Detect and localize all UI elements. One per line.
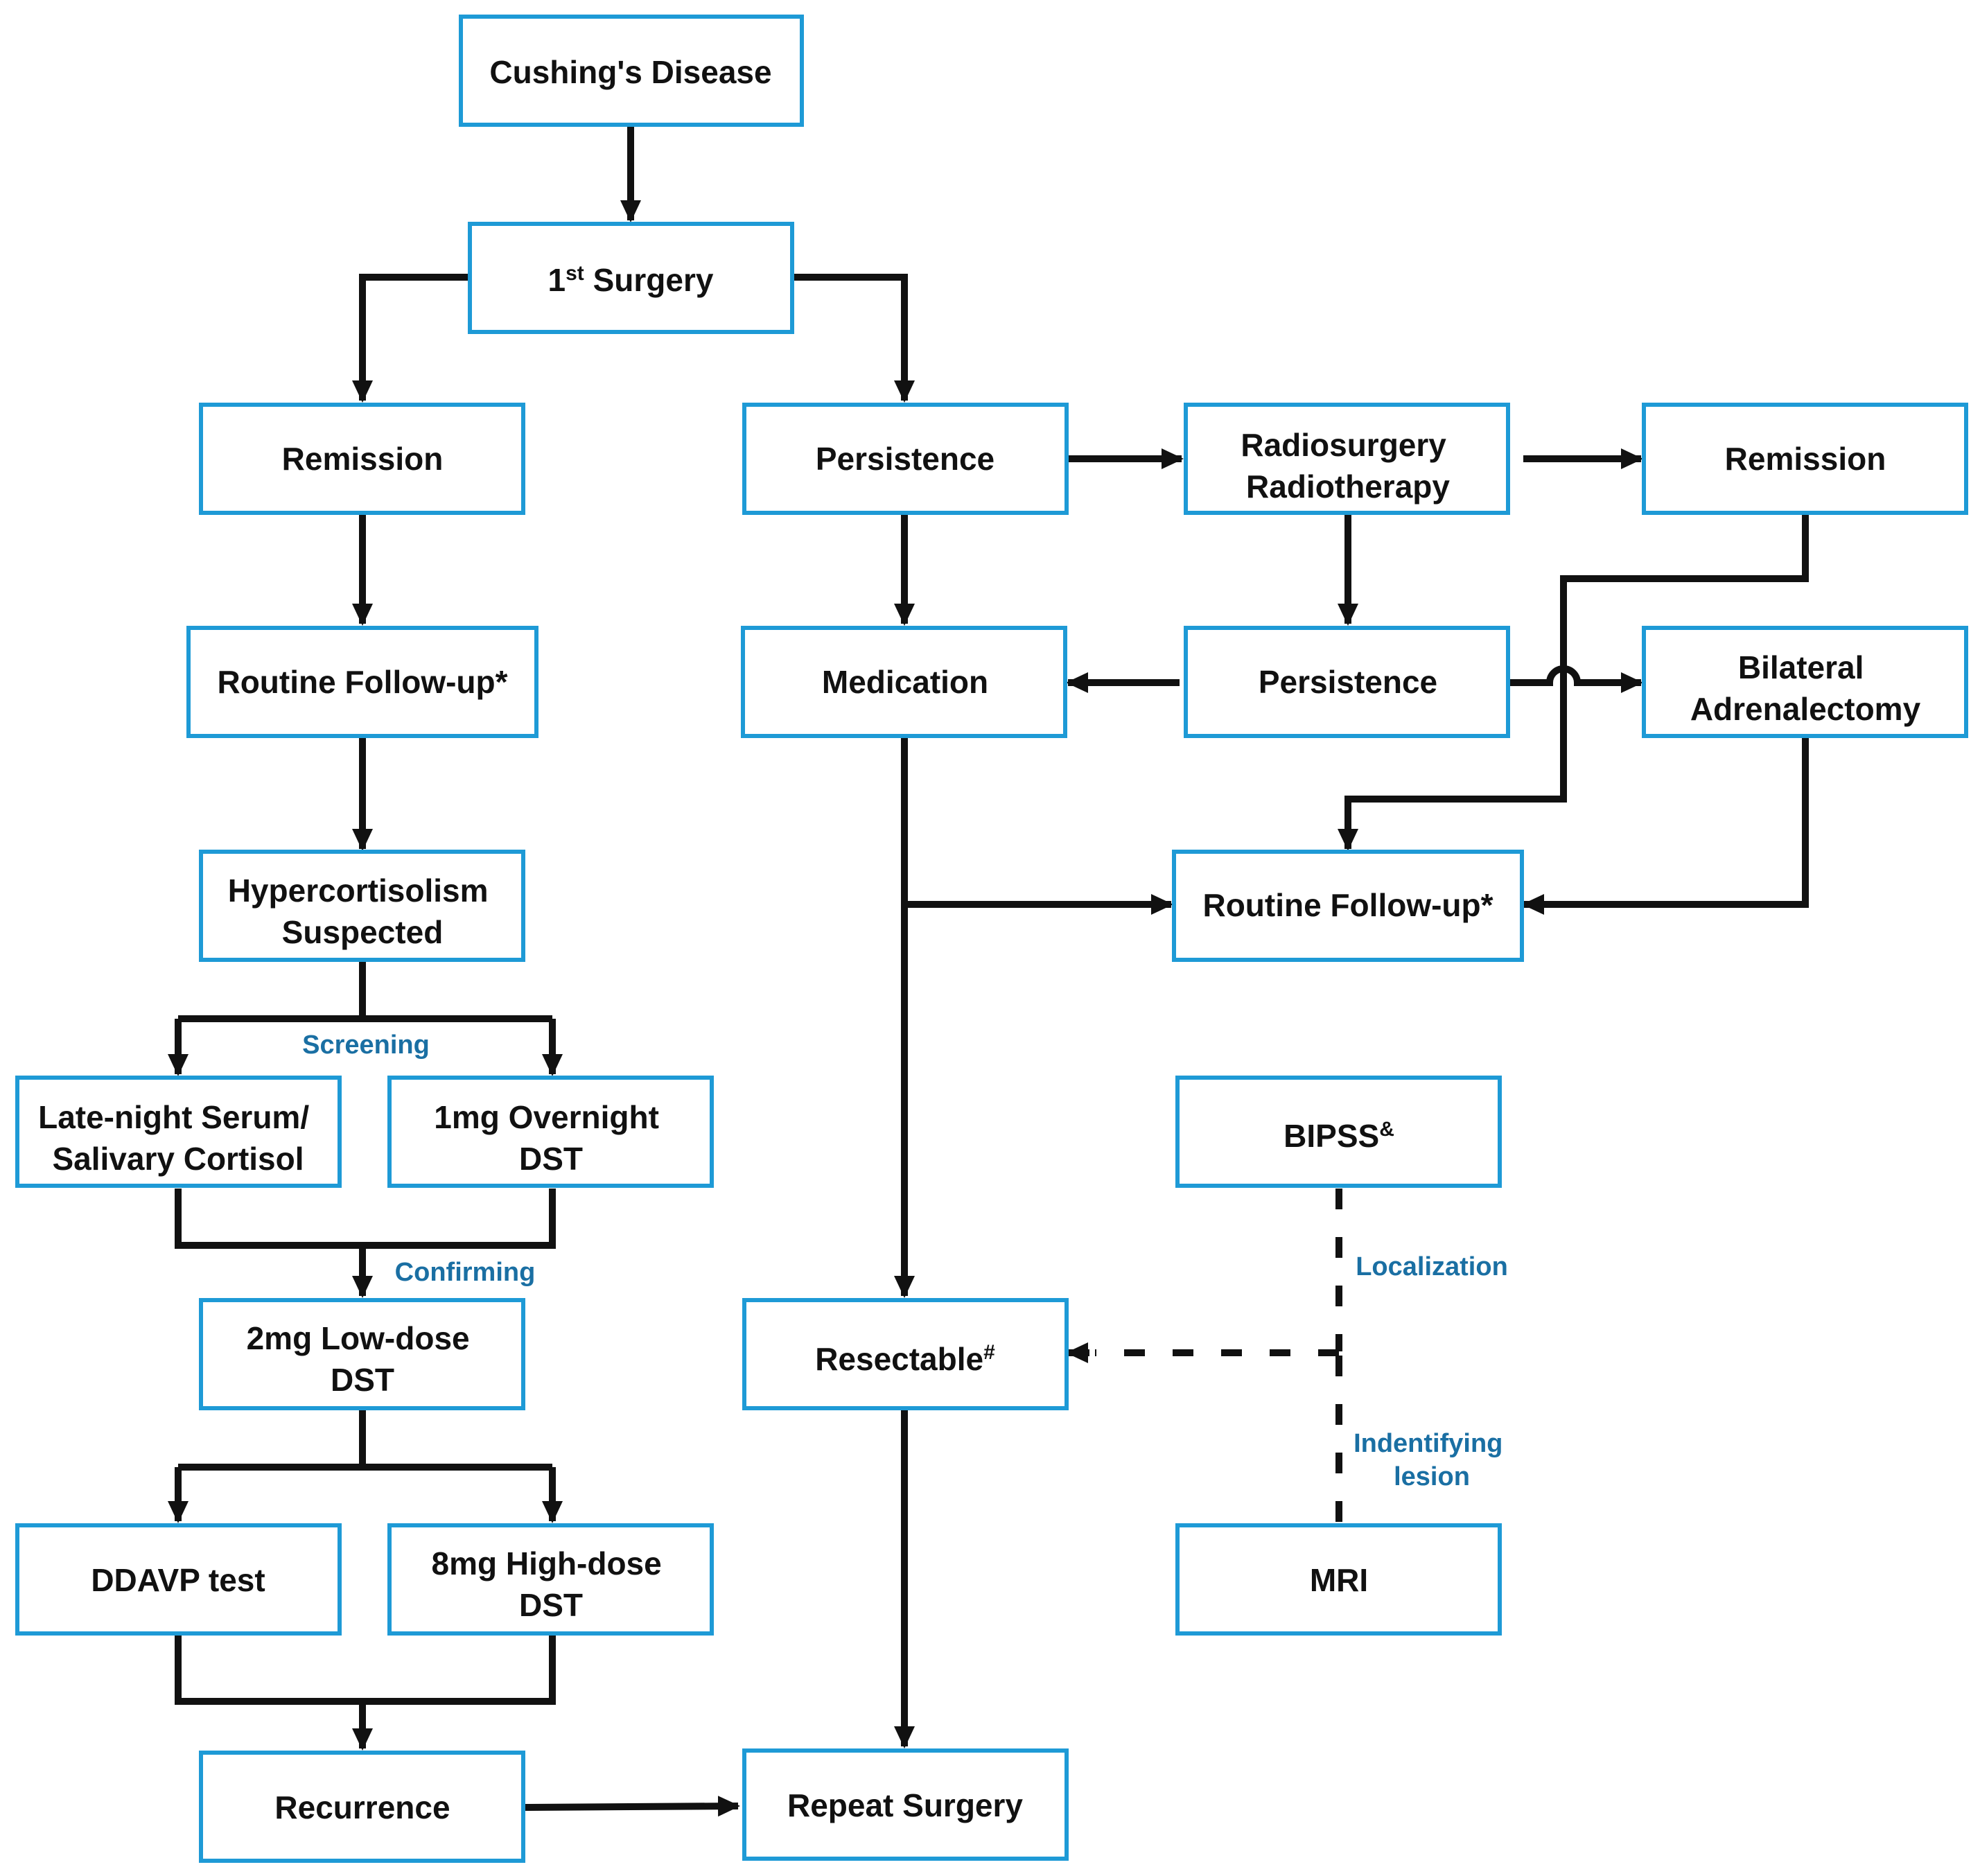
node-radio-line-1: Radiosurgery	[1241, 427, 1446, 463]
node-remission-left-label: Remission	[282, 441, 444, 477]
node-late-night-label: Late-night Serum/ Salivary Cortisol	[38, 1099, 318, 1177]
node-mri-label: MRI	[1310, 1562, 1368, 1598]
node-first-surgery: 1st Surgery	[468, 222, 794, 334]
confirming-label: Confirming	[395, 1258, 536, 1287]
identifying-label-line-1: Indentifying	[1353, 1429, 1502, 1458]
node-mri: MRI	[1175, 1523, 1502, 1636]
localization-label: Localization	[1356, 1252, 1508, 1281]
node-first-surgery-label: 1st Surgery	[548, 262, 714, 299]
node-late-night-line-2: Salivary Cortisol	[52, 1141, 304, 1177]
node-overnight-line-1: 1mg Overnight	[434, 1099, 659, 1135]
node-cushings-disease-label: Cushing's Disease	[489, 54, 771, 90]
node-radio-line-2: Radiotherapy	[1246, 468, 1450, 505]
node-high-dose-dst: 8mg High-dose DST	[387, 1523, 714, 1636]
node-bilateral-line-1: Bilateral	[1738, 649, 1864, 685]
node-late-night-cortisol: Late-night Serum/ Salivary Cortisol	[15, 1076, 342, 1188]
node-resectable: Resectable#	[742, 1298, 1069, 1410]
node-highdose-line-1: 8mg High-dose	[431, 1545, 661, 1581]
node-highdose-label: 8mg High-dose DST	[431, 1545, 670, 1623]
node-bilateral-adrenalectomy: Bilateral Adrenalectomy	[1642, 626, 1968, 738]
node-hyper-line-2: Suspected	[282, 914, 444, 950]
node-resectable-label: Resectable#	[815, 1341, 995, 1378]
node-medication: Medication	[741, 626, 1067, 738]
node-ddavp-test: DDAVP test	[15, 1523, 342, 1636]
node-overnight-label: 1mg Overnight DST	[434, 1099, 667, 1177]
node-hyper-line-1: Hypercortisolism	[228, 873, 489, 909]
node-cushings-disease: Cushing's Disease	[459, 15, 804, 127]
edge-lowdose-to-split	[178, 1410, 552, 1471]
node-persistence-1-label: Persistence	[816, 441, 995, 477]
node-remission-left: Remission	[199, 403, 525, 515]
node-lowdose-line-2: DST	[331, 1362, 394, 1398]
node-radiosurgery-radiotherapy: Radiosurgery Radiotherapy	[1184, 403, 1510, 515]
node-highdose-line-2: DST	[519, 1587, 583, 1623]
resectable-text: Resectable	[815, 1341, 983, 1377]
node-hyper-label: Hypercortisolism Suspected	[228, 873, 498, 950]
edge-labels: Screening Confirming Localization Indent…	[302, 1031, 1510, 1491]
node-lowdose-label: 2mg Low-dose DST	[247, 1320, 479, 1398]
node-overnight-line-2: DST	[519, 1141, 583, 1177]
node-routine-followup-right-label: Routine Follow-up*	[1202, 887, 1493, 923]
node-routine-followup-right: Routine Follow-up*	[1172, 850, 1524, 962]
node-repeat-surgery-label: Repeat Surgery	[787, 1787, 1023, 1823]
node-persistence-2: Persistence	[1184, 626, 1510, 738]
edge-persistence2-to-bilateral	[1509, 665, 1643, 693]
edge-surgery-to-persistence	[792, 274, 915, 403]
edge-remission-to-followup-right	[1338, 514, 1809, 851]
identifying-label: Indentifying lesion	[1353, 1429, 1510, 1491]
node-persistence-2-label: Persistence	[1259, 664, 1437, 700]
node-lowdose-line-1: 2mg Low-dose	[247, 1320, 470, 1356]
bipss-text: BIPSS	[1284, 1118, 1379, 1154]
node-bipss-label: BIPSS&	[1284, 1118, 1394, 1155]
node-routine-followup-left-label: Routine Follow-up*	[217, 664, 507, 700]
edge-recurrence-to-repeat	[525, 1796, 740, 1817]
bipss-superscript: &	[1379, 1118, 1394, 1141]
node-radio-label: Radiosurgery Radiotherapy	[1241, 427, 1455, 505]
node-persistence-1: Persistence	[742, 403, 1069, 515]
node-low-dose-dst: 2mg Low-dose DST	[199, 1298, 525, 1410]
first-surgery-word: Surgery	[584, 262, 714, 298]
node-bipss: BIPSS&	[1175, 1076, 1502, 1188]
edge-screening-tests-merge	[175, 1189, 556, 1249]
node-hypercortisolism-suspected: Hypercortisolism Suspected	[199, 850, 525, 962]
screening-label: Screening	[302, 1031, 430, 1060]
identifying-label-line-2: lesion	[1394, 1462, 1470, 1491]
edge-bilateral-to-followup-right	[1522, 738, 1809, 915]
node-repeat-surgery: Repeat Surgery	[742, 1748, 1069, 1861]
resectable-superscript: #	[983, 1341, 995, 1364]
edge-tests-merge	[175, 1636, 556, 1705]
edge-hyper-to-screening-split	[178, 962, 552, 1022]
node-remission-right-label: Remission	[1725, 441, 1886, 477]
node-recurrence: Recurrence	[199, 1751, 525, 1863]
first-surgery-number: 1	[548, 262, 566, 298]
node-overnight-dst: 1mg Overnight DST	[387, 1076, 714, 1188]
nodes: Cushing's Disease 1st Surgery Remission …	[15, 15, 1968, 1863]
node-remission-right: Remission	[1642, 403, 1968, 515]
first-surgery-superscript: st	[566, 262, 584, 285]
node-recurrence-label: Recurrence	[274, 1789, 450, 1825]
node-ddavp-label: DDAVP test	[91, 1562, 265, 1598]
node-bilateral-label: Bilateral Adrenalectomy	[1690, 649, 1921, 727]
node-medication-label: Medication	[822, 664, 988, 700]
node-bilateral-line-2: Adrenalectomy	[1690, 691, 1921, 727]
node-late-night-line-1: Late-night Serum/	[38, 1099, 309, 1135]
edges	[168, 126, 1809, 1817]
node-routine-followup-left: Routine Follow-up*	[186, 626, 538, 738]
edge-surgery-to-remission	[352, 274, 470, 403]
